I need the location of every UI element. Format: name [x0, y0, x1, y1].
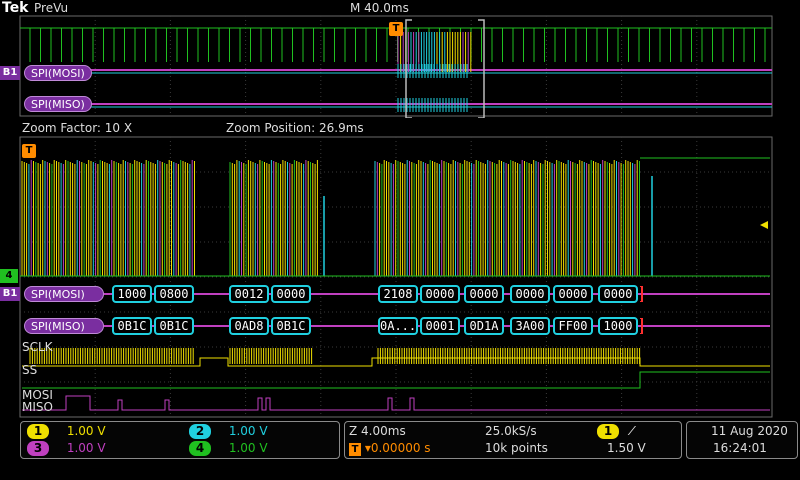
time-readout: 16:24:01	[713, 441, 767, 455]
miso-packet: 0B1C	[154, 317, 194, 335]
miso-end-marker	[640, 318, 643, 334]
overview-trigger-marker[interactable]: T	[389, 22, 403, 36]
zoom-factor-label: Zoom Factor: 10 X	[22, 121, 133, 135]
mosi-packet: 1000	[112, 285, 152, 303]
miso-packet: 0001	[420, 317, 460, 335]
zoom-time-readout: Z 4.00ms	[349, 424, 406, 438]
zoom-position-label: Zoom Position: 26.9ms	[226, 121, 364, 135]
mosi-packet: 0000	[598, 285, 638, 303]
trigger-level: 1.50 V	[607, 441, 646, 455]
miso-packet: 0B1C	[112, 317, 152, 335]
miso-packet: 1000	[598, 317, 638, 335]
miso-packet: 0AD8	[229, 317, 269, 335]
ch3-value: 1.00 V	[66, 441, 106, 455]
trigger-time: ▾0.00000 s	[364, 441, 431, 455]
bus-b1-marker-overview: B1	[0, 66, 20, 80]
ch4-chip: 4	[189, 441, 211, 456]
acquisition-panel[interactable]: Z 4.00ms T ▾0.00000 s 25.0kS/s 10k point…	[344, 421, 682, 459]
overview-waveform[interactable]	[0, 14, 800, 118]
miso-packet: 3A00	[510, 317, 550, 335]
bus-b1-marker-zoomed: B1	[0, 287, 20, 301]
mosi-packet: 0000	[271, 285, 311, 303]
miso-packet: 0D1A	[464, 317, 504, 335]
zoomed-miso-label[interactable]: SPI(MISO)	[24, 318, 104, 334]
zoomed-mosi-label[interactable]: SPI(MOSI)	[24, 286, 104, 302]
ch1-value: 1.00 V	[66, 424, 106, 438]
ch4-setting[interactable]: 4 1.00 V	[189, 441, 268, 456]
date-readout: 11 Aug 2020	[711, 424, 788, 438]
ch4-value: 1.00 V	[228, 441, 268, 455]
sample-rate: 25.0kS/s	[485, 424, 537, 438]
overview-miso-label[interactable]: SPI(MISO)	[24, 96, 92, 112]
datetime-panel: 11 Aug 2020 16:24:01	[686, 421, 798, 459]
miso-packet: 0A...	[378, 317, 418, 335]
ch3-chip: 3	[27, 441, 49, 456]
mosi-packet: 0000	[553, 285, 593, 303]
ch1-setting[interactable]: 1 1.00 V	[27, 424, 106, 439]
mosi-packet: 0800	[154, 285, 194, 303]
miso-packet: FF00	[553, 317, 593, 335]
trigger-channel-chip: 1	[597, 424, 619, 439]
mosi-packet: 2108	[378, 285, 418, 303]
ch2-value: 1.00 V	[228, 424, 268, 438]
zoomed-trigger-marker[interactable]: T	[22, 144, 36, 158]
trigger-position[interactable]: T ▾0.00000 s	[349, 441, 431, 456]
miso-signal-label: MISO	[22, 400, 53, 414]
ch4-ground-marker: 4	[0, 269, 18, 283]
brand-logo: Tek	[2, 0, 29, 16]
mosi-packet: 0012	[229, 285, 269, 303]
ch2-setting[interactable]: 2 1.00 V	[189, 424, 268, 439]
miso-packet: 0B1C	[271, 317, 311, 335]
channel-settings-panel[interactable]: 1 1.00 V 3 1.00 V 2 1.00 V 4 1.00 V	[20, 421, 340, 459]
timebase-readout[interactable]: M 40.0ms	[350, 1, 409, 15]
record-length: 10k points	[485, 441, 548, 455]
sclk-label: SCLK	[22, 340, 53, 354]
ch1-chip: 1	[27, 424, 49, 439]
trigger-icon: T	[349, 443, 361, 456]
mode-label: PreVu	[34, 1, 69, 15]
rising-edge-icon: ⁄	[630, 424, 633, 438]
trigger-source[interactable]: 1 ⁄	[597, 424, 633, 439]
ch3-setting[interactable]: 3 1.00 V	[27, 441, 106, 456]
zoomed-waveform[interactable]	[0, 136, 800, 418]
overview-mosi-label[interactable]: SPI(MOSI)	[24, 65, 92, 81]
mosi-packet: 0000	[420, 285, 460, 303]
mosi-packet: 0000	[510, 285, 550, 303]
mosi-signal-label: MOSI	[22, 388, 53, 402]
mosi-packet: 0000	[464, 285, 504, 303]
mosi-end-marker	[640, 286, 643, 302]
ss-label: SS	[22, 363, 38, 377]
ch2-chip: 2	[189, 424, 211, 439]
